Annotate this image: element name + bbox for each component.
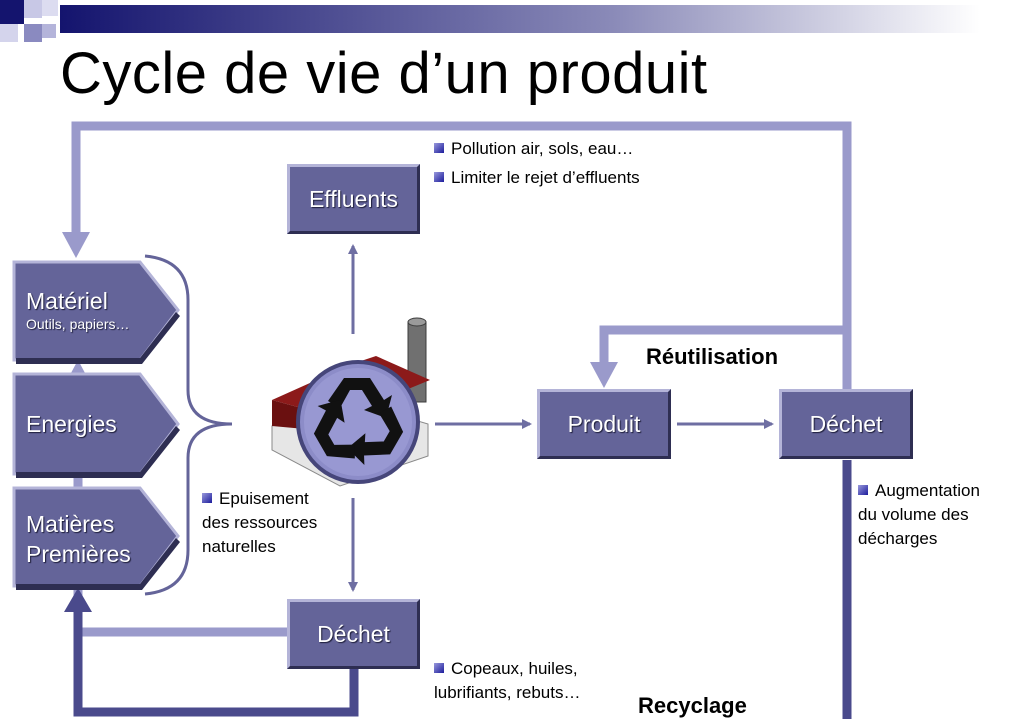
- epuisement-note-text: Epuisement: [219, 489, 309, 508]
- materiel-label: Matériel Outils, papiers…: [26, 288, 129, 332]
- recycle-icon: [296, 360, 420, 484]
- produit-box: Produit: [537, 389, 671, 459]
- dechet-bottom-box: Déchet: [287, 599, 420, 669]
- flow-arrows: [348, 244, 774, 592]
- inputs-brace: [144, 254, 233, 596]
- effluents-box: Effluents: [287, 164, 420, 234]
- dechet-right-note-text: Augmentation: [875, 481, 980, 500]
- epuisement-note-text: naturelles: [202, 537, 276, 556]
- recyclage-label: Recyclage: [638, 693, 747, 718]
- recycle-loop: [64, 460, 852, 719]
- bullet-icon: [434, 663, 444, 673]
- bullet-icon: [434, 172, 444, 182]
- dechet-right-note-text: décharges: [858, 529, 938, 548]
- epuisement-note-text: des ressources: [202, 513, 318, 532]
- effluents-note-text: Pollution air, sols, eau…: [451, 139, 634, 158]
- dechet-right-note: Augmentation du volume des décharges: [858, 479, 980, 551]
- dechet-bottom-note: Copeaux, huiles, lubrifiants, rebuts…: [434, 657, 580, 705]
- effluents-note-text: Limiter le rejet d’effluents: [451, 168, 640, 187]
- effluents-note-row: Pollution air, sols, eau…: [434, 137, 640, 161]
- header-decoration: [0, 0, 980, 42]
- energies-label: Energies: [26, 411, 117, 437]
- matieres-label: Matières Premières: [26, 509, 131, 569]
- input-shapes: [12, 260, 180, 590]
- bullet-icon: [434, 143, 444, 153]
- materiel-sublabel: Outils, papiers…: [26, 316, 130, 332]
- materiel-title: Matériel: [26, 288, 108, 314]
- page-title: Cycle de vie d’un produit: [60, 41, 708, 106]
- reutilisation-label: Réutilisation: [646, 344, 779, 369]
- dechet-bottom-note-text: Copeaux, huiles,: [451, 659, 578, 678]
- bullet-icon: [202, 493, 212, 503]
- dechet-right-note-text: du volume des: [858, 505, 969, 524]
- epuisement-note: Epuisement des ressources naturelles: [202, 487, 317, 559]
- reuse-loop: [62, 121, 852, 640]
- bullet-icon: [858, 485, 868, 495]
- effluents-note: Pollution air, sols, eau… Limiter le rej…: [434, 137, 640, 190]
- effluents-note-row: Limiter le rejet d’effluents: [434, 166, 640, 190]
- dechet-bottom-note-text: lubrifiants, rebuts…: [434, 683, 581, 702]
- dechet-right-box: Déchet: [779, 389, 913, 459]
- matieres-line1: Matières: [26, 511, 115, 537]
- matieres-line2: Premières: [26, 541, 131, 567]
